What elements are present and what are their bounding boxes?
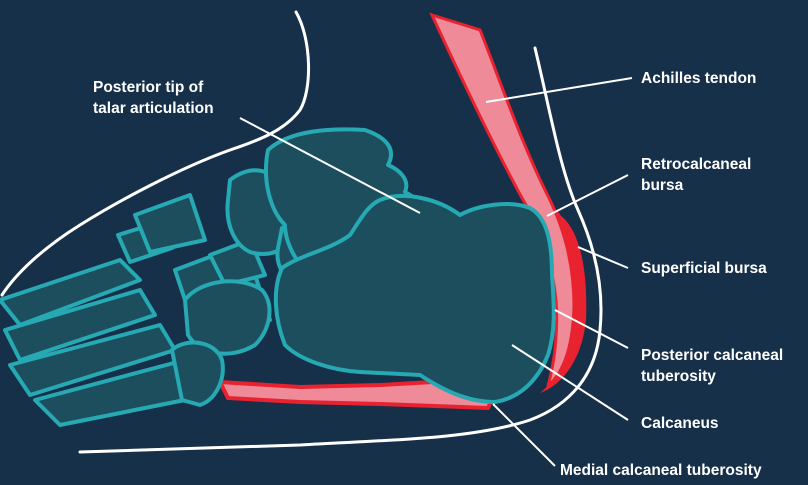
label-achilles-tendon: Achilles tendon [641, 68, 756, 89]
label-posterior-tip: Posterior tip of talar articulation [93, 77, 214, 119]
label-posterior-tuberosity-line2: tuberosity [641, 366, 783, 387]
label-retrocalcaneal-line1: Retrocalcaneal [641, 154, 751, 175]
leader-achilles [486, 78, 632, 102]
label-superficial-bursa: Superficial bursa [641, 258, 767, 279]
label-posterior-tuberosity-line1: Posterior calcaneal [641, 345, 783, 366]
label-posterior-tip-line1: Posterior tip of [93, 77, 214, 98]
label-calcaneus: Calcaneus [641, 413, 719, 434]
leader-superficial [578, 247, 628, 268]
label-posterior-tip-line2: talar articulation [93, 98, 214, 119]
label-retrocalcaneal-line2: bursa [641, 175, 751, 196]
leader-retrocalcaneal [547, 175, 628, 216]
label-medial-calcaneal-tuberosity: Medial calcaneal tuberosity [560, 460, 762, 481]
label-retrocalcaneal-bursa: Retrocalcaneal bursa [641, 154, 751, 196]
label-posterior-calcaneal-tuberosity: Posterior calcaneal tuberosity [641, 345, 783, 387]
